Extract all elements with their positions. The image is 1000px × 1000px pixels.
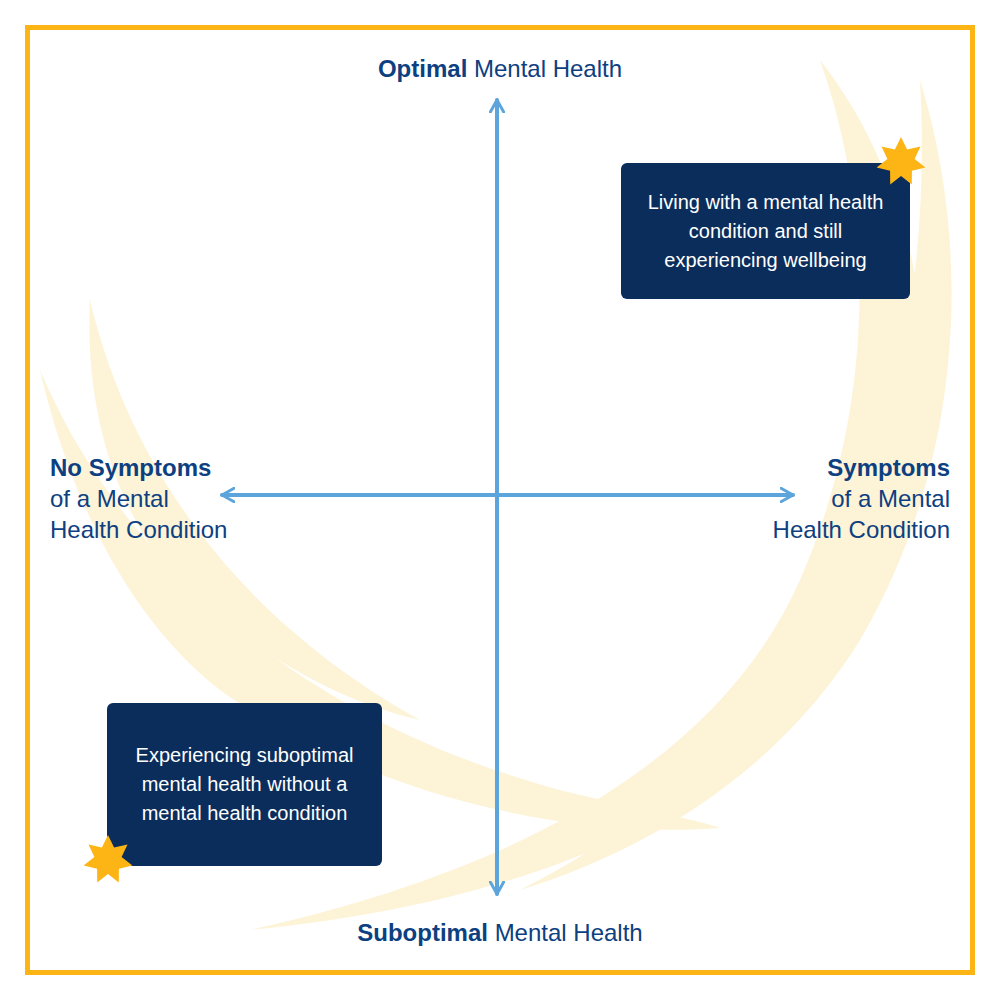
- axis-label-strong: Suboptimal: [357, 919, 488, 946]
- frame-border: [28, 28, 973, 973]
- axis-label-strong: Symptoms: [765, 452, 950, 483]
- axis-label-strong: Optimal: [378, 55, 467, 82]
- quadrant-callout-box: Living with a mental health condition an…: [621, 163, 910, 299]
- axis-label-strong: No Symptoms: [50, 452, 235, 483]
- callout-text: Living with a mental health condition an…: [635, 188, 896, 275]
- axis-label-group: Symptomsof a Mental Health Condition: [765, 452, 950, 545]
- callout-text-group: Living with a mental health condition an…: [635, 188, 896, 275]
- axis-label-text: of a Mental Health Condition: [50, 483, 235, 545]
- quadrant-callout-box: Experiencing suboptimal mental health wi…: [107, 703, 382, 866]
- axis-label-text: Mental Health: [495, 919, 643, 946]
- callout-text-group: Experiencing suboptimal mental health wi…: [121, 741, 368, 828]
- callout-text: Experiencing suboptimal mental health wi…: [121, 741, 368, 828]
- axis-label-text: Mental Health: [474, 55, 622, 82]
- horizontal-axis: [222, 493, 793, 497]
- axis-label-group: Optimal Mental Health: [0, 53, 1000, 84]
- decorative-swoosh: [40, 60, 952, 930]
- axis-label-group: No Symptomsof a Mental Health Condition: [50, 452, 235, 545]
- axis-label-group: Suboptimal Mental Health: [0, 917, 1000, 948]
- axis-label-text: of a Mental Health Condition: [765, 483, 950, 545]
